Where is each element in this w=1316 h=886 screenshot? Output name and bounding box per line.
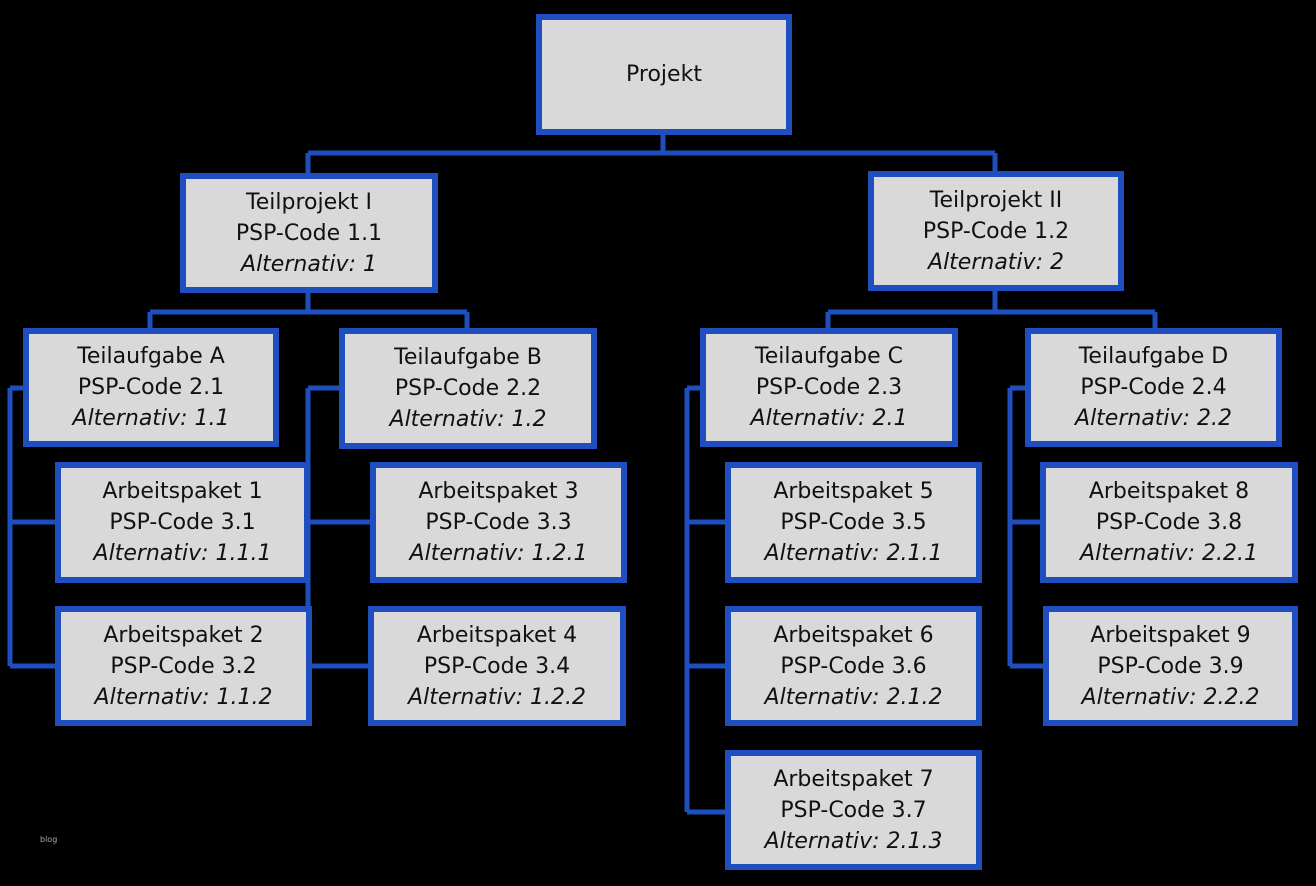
node-title: Teilaufgabe D bbox=[1078, 344, 1229, 369]
node-code: PSP-Code 1.1 bbox=[235, 220, 383, 246]
node-teilprojekt-2: Teilprojekt II PSP-Code 1.2 Alternativ: … bbox=[868, 171, 1124, 291]
node-title: Projekt bbox=[626, 62, 702, 87]
node-arbeitspaket-5: Arbeitspaket 5 PSP-Code 3.5 Alternativ: … bbox=[725, 462, 982, 583]
node-projekt: Projekt bbox=[536, 14, 792, 135]
node-title: Arbeitspaket 3 bbox=[418, 479, 579, 504]
node-teilaufgabe-b: Teilaufgabe B PSP-Code 2.2 Alternativ: 1… bbox=[339, 328, 597, 449]
node-title: Arbeitspaket 7 bbox=[773, 766, 934, 792]
node-code: PSP-Code 3.9 bbox=[1097, 653, 1244, 679]
node-alt: Alternativ: 2.1 bbox=[750, 406, 908, 431]
node-alt: Alternativ: 1.2.1 bbox=[409, 541, 588, 566]
node-alt: Alternativ: 2.2 bbox=[1075, 406, 1232, 431]
node-alt: Alternativ: 1.2.2 bbox=[408, 684, 586, 710]
node-alt: Alternativ: 2.2.2 bbox=[1081, 684, 1260, 710]
node-code: PSP-Code 3.5 bbox=[780, 510, 927, 535]
node-title: Arbeitspaket 1 bbox=[102, 479, 263, 504]
node-alt: Alternativ: 2.1.1 bbox=[764, 541, 943, 566]
node-alt: Alternativ: 2.2.1 bbox=[1080, 541, 1258, 566]
node-code: PSP-Code 2.1 bbox=[77, 375, 225, 400]
node-code: PSP-Code 3.3 bbox=[425, 510, 572, 535]
node-title: Arbeitspaket 9 bbox=[1090, 622, 1251, 648]
node-code: PSP-Code 2.2 bbox=[394, 376, 542, 401]
node-teilaufgabe-a: Teilaufgabe A PSP-Code 2.1 Alternativ: 1… bbox=[23, 328, 279, 447]
node-arbeitspaket-6: Arbeitspaket 6 PSP-Code 3.6 Alternativ: … bbox=[725, 606, 982, 726]
node-alt: Alternativ: 1.1.1 bbox=[93, 541, 272, 566]
node-alt: Alternativ: 2.1.3 bbox=[764, 828, 943, 854]
watermark: blog bbox=[40, 835, 58, 844]
node-title: Arbeitspaket 2 bbox=[103, 622, 264, 648]
node-arbeitspaket-3: Arbeitspaket 3 PSP-Code 3.3 Alternativ: … bbox=[370, 462, 627, 583]
node-code: PSP-Code 3.8 bbox=[1095, 510, 1243, 535]
node-title: Arbeitspaket 5 bbox=[773, 479, 934, 504]
node-alt: Alternativ: 1 bbox=[241, 251, 377, 277]
node-arbeitspaket-9: Arbeitspaket 9 PSP-Code 3.9 Alternativ: … bbox=[1043, 606, 1298, 726]
node-alt: Alternativ: 1.1.2 bbox=[94, 684, 273, 710]
node-code: PSP-Code 1.2 bbox=[922, 218, 1070, 244]
node-title: Teilprojekt I bbox=[246, 189, 372, 215]
node-arbeitspaket-4: Arbeitspaket 4 PSP-Code 3.4 Alternativ: … bbox=[368, 606, 626, 726]
node-code: PSP-Code 3.6 bbox=[780, 653, 927, 679]
node-title: Teilaufgabe A bbox=[77, 344, 225, 369]
node-arbeitspaket-1: Arbeitspaket 1 PSP-Code 3.1 Alternativ: … bbox=[55, 462, 310, 583]
node-title: Arbeitspaket 8 bbox=[1088, 479, 1250, 504]
node-title: Arbeitspaket 4 bbox=[416, 622, 578, 648]
node-code: PSP-Code 3.2 bbox=[110, 653, 257, 679]
node-teilaufgabe-c: Teilaufgabe C PSP-Code 2.3 Alternativ: 2… bbox=[700, 328, 958, 447]
node-title: Teilaufgabe C bbox=[755, 344, 903, 369]
node-title: Arbeitspaket 6 bbox=[773, 622, 934, 648]
node-arbeitspaket-8: Arbeitspaket 8 PSP-Code 3.8 Alternativ: … bbox=[1040, 462, 1298, 583]
node-alt: Alternativ: 1.2 bbox=[389, 407, 547, 432]
node-code: PSP-Code 2.4 bbox=[1080, 375, 1227, 400]
node-code: PSP-Code 3.7 bbox=[780, 797, 927, 823]
node-title: Teilprojekt II bbox=[929, 187, 1063, 213]
node-code: PSP-Code 3.1 bbox=[109, 510, 256, 535]
node-teilaufgabe-d: Teilaufgabe D PSP-Code 2.4 Alternativ: 2… bbox=[1025, 328, 1282, 447]
node-code: PSP-Code 3.4 bbox=[423, 653, 571, 679]
node-arbeitspaket-2: Arbeitspaket 2 PSP-Code 3.2 Alternativ: … bbox=[55, 606, 312, 726]
node-code: PSP-Code 2.3 bbox=[755, 375, 903, 400]
node-teilprojekt-1: Teilprojekt I PSP-Code 1.1 Alternativ: 1 bbox=[180, 173, 438, 293]
node-alt: Alternativ: 2.1.2 bbox=[764, 684, 943, 710]
node-arbeitspaket-7: Arbeitspaket 7 PSP-Code 3.7 Alternativ: … bbox=[725, 750, 982, 870]
node-alt: Alternativ: 2 bbox=[928, 249, 1064, 275]
node-title: Teilaufgabe B bbox=[394, 345, 542, 370]
node-alt: Alternativ: 1.1 bbox=[72, 406, 230, 431]
